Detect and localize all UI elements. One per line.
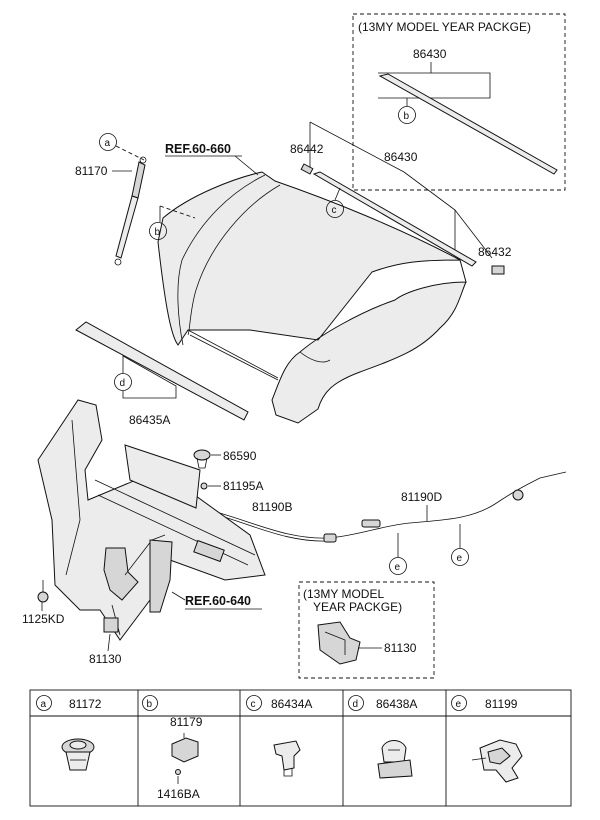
callout-b: b	[155, 227, 161, 238]
callout-e-right: e	[457, 553, 463, 564]
hood-moulding: 86442 86430 86432 c	[290, 121, 512, 275]
clip-icon	[61, 738, 95, 771]
part-label-81170: 81170	[75, 164, 108, 178]
legend-part-b: 81179	[170, 715, 203, 729]
weatherstrip: d 86435A	[75, 321, 249, 427]
part-label-86430-top: 86430	[413, 47, 447, 61]
moulding-strip-top	[378, 73, 558, 175]
model-year-package-box-bottom: (13MY MODEL YEAR PACKGE) 81130	[298, 581, 435, 679]
hood-assembly: REF.60-660 b	[149, 142, 467, 424]
part-label-86442: 86442	[290, 142, 324, 156]
part-label-86590: 86590	[223, 449, 257, 463]
release-cable: 81190B 81190D e e	[204, 471, 567, 575]
callout-c-top: b	[404, 111, 410, 122]
legend-table: a 81172 b 81179 1416BA c 86434A	[29, 689, 572, 807]
callout-d: d	[120, 378, 126, 389]
part-label-1125KD: 1125KD	[22, 612, 65, 626]
legend-part-d: 86438A	[376, 697, 417, 711]
callout-e-left: e	[395, 562, 401, 573]
legend-subpart-b: 1416BA	[157, 787, 200, 801]
legend-cell-a: a 81172	[36, 695, 102, 771]
part-label-86435A: 86435A	[129, 413, 170, 427]
model-year-note-bottom-1: (13MY MODEL	[303, 587, 384, 601]
hood-panel-icon	[157, 171, 467, 424]
legend-cell-e: e 81199	[451, 695, 523, 783]
part-label-86430: 86430	[384, 150, 418, 164]
hood-strut: a 81170	[75, 133, 147, 266]
legend-part-c: 86434A	[271, 697, 312, 711]
model-year-note-top: (13MY MODEL YEAR PACKGE)	[358, 20, 531, 34]
model-year-package-box-top: (13MY MODEL YEAR PACKGE) 86430 b	[352, 13, 566, 191]
legend-key-d: d	[353, 699, 359, 710]
grommet-icon	[193, 449, 211, 461]
legend-part-a: 81172	[69, 697, 102, 711]
legend-cell-b: b 81179 1416BA	[142, 695, 203, 801]
callout-c: c	[332, 205, 337, 216]
legend-key-c: c	[251, 699, 256, 710]
ref-panel: REF.60-640	[185, 594, 251, 608]
front-panel: 1125KD 81130 REF.60-640 86590 81195A	[22, 399, 266, 666]
part-label-81190B: 81190B	[252, 500, 292, 514]
part-label-81130-alt: 81130	[384, 641, 417, 655]
part-label-81130: 81130	[89, 652, 122, 666]
callout-a: a	[105, 138, 111, 149]
part-label-86432: 86432	[478, 245, 512, 259]
legend-cell-c: c 86434A	[246, 695, 312, 777]
part-label-81195A: 81195A	[223, 479, 263, 493]
part-label-81190D: 81190D	[401, 490, 442, 504]
ref-hood: REF.60-660	[165, 142, 231, 156]
strut-icon	[131, 161, 146, 199]
legend-key-a: a	[41, 699, 47, 710]
legend-key-e: e	[456, 699, 462, 710]
legend-key-b: b	[147, 699, 153, 710]
model-year-note-bottom-2: YEAR PACKGE)	[313, 600, 402, 614]
legend-cell-d: d 86438A	[348, 695, 417, 779]
legend-part-e: 81199	[485, 697, 518, 711]
latch-icon	[103, 547, 139, 601]
